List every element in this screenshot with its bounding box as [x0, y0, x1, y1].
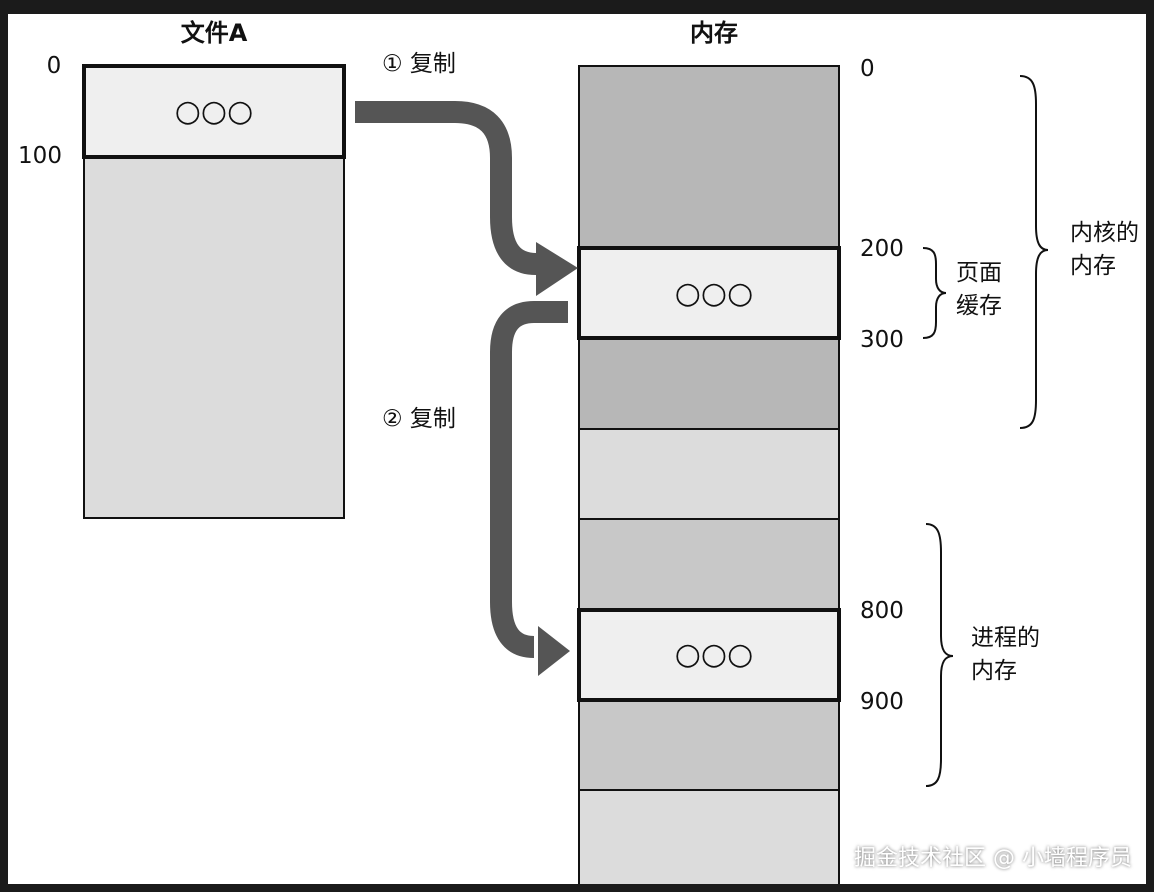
process-memory-top — [578, 518, 840, 611]
process-data-block — [577, 608, 841, 702]
file-addr-start: 0 — [47, 53, 62, 79]
process-label-line1: 进程的 — [971, 625, 1040, 651]
process-memory-brace — [925, 523, 954, 787]
memory-addr-800: 800 — [860, 598, 904, 624]
kernel-memory-bottom — [578, 337, 840, 430]
memory-addr-900: 900 — [860, 689, 904, 715]
page-cache-label-line1: 页面 — [956, 260, 1002, 286]
page-cache-brace — [922, 247, 947, 339]
kernel-memory-brace — [1019, 75, 1049, 429]
free-memory-segment — [578, 428, 840, 520]
memory-title: 内存 — [690, 19, 738, 47]
process-memory-bottom — [578, 699, 840, 791]
copy-arrow-1 — [355, 101, 578, 296]
page-cache-block — [577, 246, 841, 340]
diagram-frame: 文件A 0 100 ○○○ 内存 ○○○ ○○○ 0 200 300 800 9… — [8, 14, 1146, 884]
memory-addr-200: 200 — [860, 236, 904, 262]
memory-addr-300: 300 — [860, 327, 904, 353]
kernel-memory-top — [578, 65, 840, 249]
watermark: 掘金技术社区 @ 小墙程序员 — [854, 846, 1132, 871]
process-data: ○○○ — [675, 637, 754, 672]
page-cache-data: ○○○ — [675, 276, 754, 311]
page-cache-label-line2: 缓存 — [956, 293, 1002, 319]
memory-copy-diagram: 文件A 0 100 ○○○ 内存 ○○○ ○○○ 0 200 300 800 9… — [18, 19, 1139, 884]
free-memory-bottom — [578, 789, 840, 884]
step1-label: ① 复制 — [382, 51, 456, 77]
kernel-label-line2: 内存 — [1070, 253, 1116, 279]
kernel-label-line1: 内核的 — [1070, 220, 1139, 246]
memory-addr-0: 0 — [860, 56, 875, 82]
process-label-line2: 内存 — [971, 658, 1017, 684]
step2-label: ② 复制 — [382, 406, 456, 432]
copy-arrow-2 — [490, 301, 570, 676]
file-a-data-block — [82, 64, 346, 159]
file-title: 文件A — [181, 19, 248, 47]
file-data-glyph: ○○○ — [175, 94, 254, 129]
file-addr-end: 100 — [18, 143, 62, 169]
